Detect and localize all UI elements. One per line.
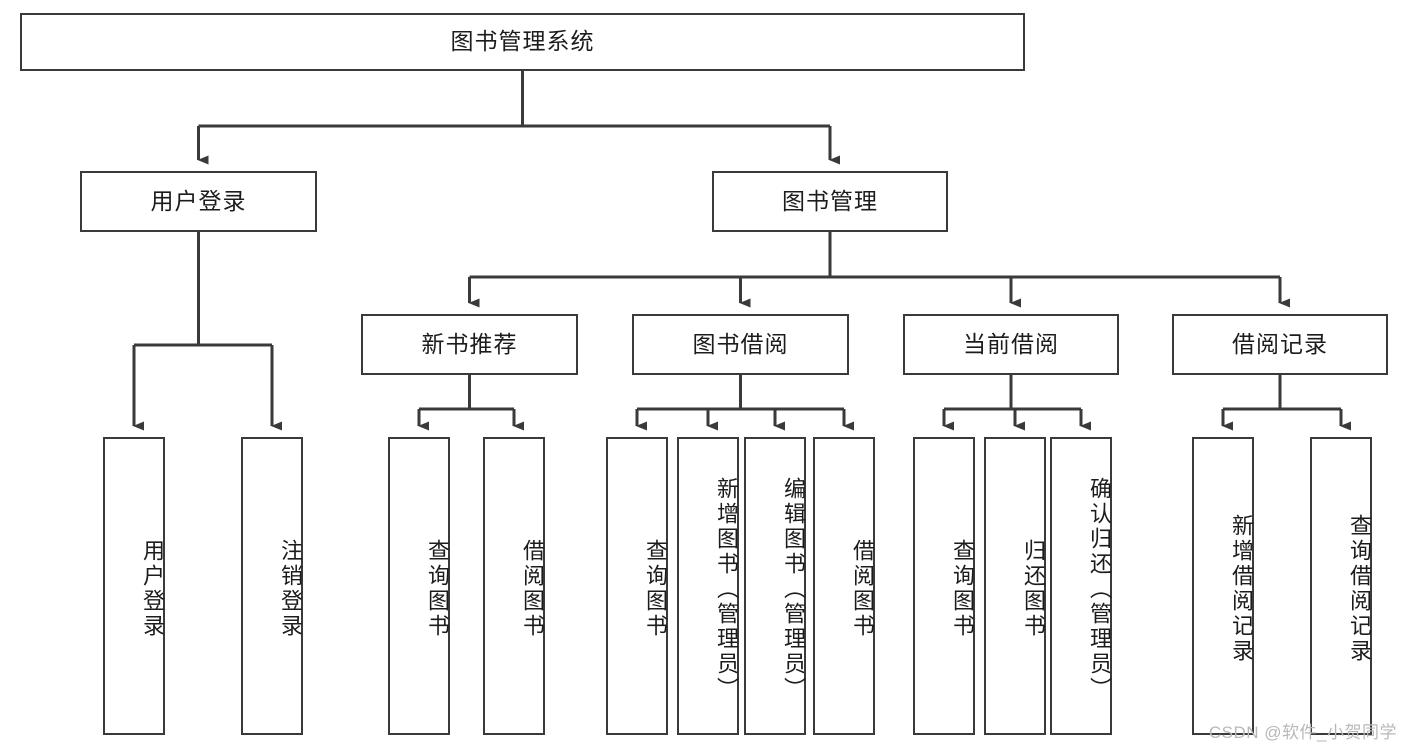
node-leaf_add_record[interactable]: 新增借阅记录 xyxy=(1192,437,1254,735)
node-user_login[interactable]: 用户登录 xyxy=(80,171,317,232)
node-label: 编辑图书（管理员） xyxy=(781,476,806,702)
node-label: 确认归还（管理员） xyxy=(1087,476,1112,702)
node-leaf_query_book_3[interactable]: 查询图书 xyxy=(913,437,975,735)
node-label: 用户登录 xyxy=(140,539,165,639)
node-label: 新书推荐 xyxy=(421,330,518,357)
node-book_borrow[interactable]: 图书借阅 xyxy=(632,314,849,375)
node-leaf_edit_book[interactable]: 编辑图书（管理员） xyxy=(744,437,806,735)
node-book_manage[interactable]: 图书管理 xyxy=(712,171,948,232)
node-new_book_rec[interactable]: 新书推荐 xyxy=(361,314,578,375)
node-leaf_query_record[interactable]: 查询借阅记录 xyxy=(1310,437,1372,735)
node-label: 图书管理系统 xyxy=(450,28,595,55)
node-leaf_confirm_return[interactable]: 确认归还（管理员） xyxy=(1050,437,1112,735)
node-label: 借阅图书 xyxy=(520,539,545,639)
node-label: 注销登录 xyxy=(278,539,303,639)
node-label: 查询图书 xyxy=(950,539,975,639)
node-borrow_record[interactable]: 借阅记录 xyxy=(1172,314,1388,375)
node-leaf_user_logout[interactable]: 注销登录 xyxy=(241,437,303,735)
node-leaf_add_book[interactable]: 新增图书（管理员） xyxy=(677,437,739,735)
node-root[interactable]: 图书管理系统 xyxy=(20,13,1025,71)
node-leaf_return_book[interactable]: 归还图书 xyxy=(984,437,1046,735)
node-label: 新增图书（管理员） xyxy=(714,476,739,702)
node-label: 借阅图书 xyxy=(850,539,875,639)
watermark-text: CSDN @软件_小贺同学 xyxy=(1208,723,1397,742)
node-label: 借阅记录 xyxy=(1232,330,1328,357)
node-label: 新增借阅记录 xyxy=(1229,514,1254,664)
node-label: 当前借阅 xyxy=(963,330,1059,357)
node-current_borrow[interactable]: 当前借阅 xyxy=(903,314,1119,375)
node-label: 图书管理 xyxy=(782,187,878,214)
node-leaf_borrow_book_2[interactable]: 借阅图书 xyxy=(813,437,875,735)
node-leaf_query_book_2[interactable]: 查询图书 xyxy=(606,437,668,735)
node-label: 图书借阅 xyxy=(692,330,789,357)
node-label: 用户登录 xyxy=(150,187,247,214)
node-leaf_borrow_book_1[interactable]: 借阅图书 xyxy=(483,437,545,735)
node-leaf_query_book_1[interactable]: 查询图书 xyxy=(388,437,450,735)
node-label: 查询借阅记录 xyxy=(1347,514,1372,664)
node-label: 归还图书 xyxy=(1021,539,1046,639)
node-leaf_user_login[interactable]: 用户登录 xyxy=(103,437,165,735)
node-label: 查询图书 xyxy=(425,539,450,639)
node-label: 查询图书 xyxy=(643,539,668,639)
